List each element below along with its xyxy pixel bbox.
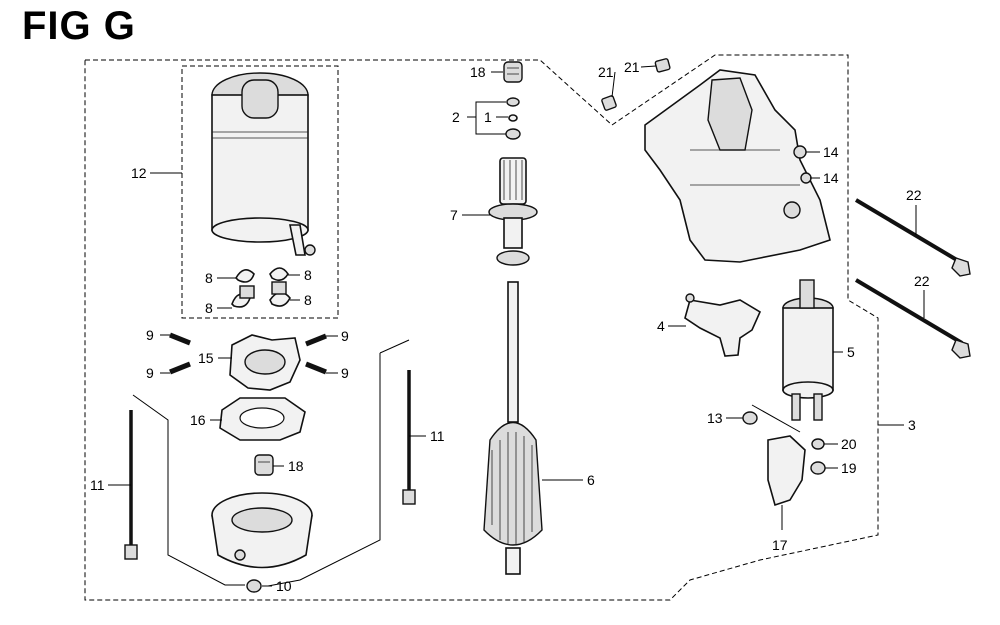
callout-21-left: 21 <box>598 64 614 80</box>
armature-part-6 <box>483 281 543 575</box>
bushing-part-18-lower <box>254 454 274 476</box>
nut-part-19 <box>810 461 826 475</box>
brush-springs-part-8 <box>231 267 291 308</box>
callout-9-top-right: 9 <box>341 328 349 344</box>
callout-19: 19 <box>841 460 857 476</box>
washer-set-parts-1-2 <box>505 97 521 140</box>
nut-part-13 <box>742 411 758 425</box>
solenoid-part-5 <box>782 279 834 421</box>
shift-lever-part-4 <box>684 293 762 357</box>
callout-3: 3 <box>908 417 916 433</box>
callout-21-right: 21 <box>624 59 640 75</box>
callout-12: 12 <box>131 165 147 181</box>
callout-22-top: 22 <box>906 187 922 203</box>
nut-part-10 <box>246 579 262 593</box>
callout-2: 2 <box>452 109 460 125</box>
springs-part-9 <box>169 332 327 375</box>
front-housing <box>644 69 831 263</box>
callout-11-left: 11 <box>90 477 105 493</box>
callout-labels: 18 21 21 2 1 12 14 14 22 22 7 8 8 8 8 4 … <box>90 59 930 594</box>
callout-8-top-left: 8 <box>205 270 213 286</box>
callout-18-top: 18 <box>470 64 486 80</box>
callout-1: 1 <box>484 109 492 125</box>
washer-part-20 <box>811 438 825 450</box>
brush-holder-part-15 <box>229 334 301 391</box>
callout-6: 6 <box>587 472 595 488</box>
callout-8-bottom-left: 8 <box>205 300 213 316</box>
callout-18-lower: 18 <box>288 458 304 474</box>
callout-14-bottom: 14 <box>823 170 839 186</box>
callout-20: 20 <box>841 436 857 452</box>
assembly-outline <box>84 54 879 601</box>
callout-9-top-left: 9 <box>146 327 154 343</box>
callout-22-bottom: 22 <box>914 273 930 289</box>
callout-13: 13 <box>707 410 723 426</box>
callout-15: 15 <box>198 350 214 366</box>
leader-lines <box>108 65 925 587</box>
caps-part-21 <box>601 58 671 111</box>
callout-8-top-right: 8 <box>304 267 312 283</box>
callout-17: 17 <box>772 537 788 553</box>
callout-14-top: 14 <box>823 144 839 160</box>
callout-9-bottom-left: 9 <box>146 365 154 381</box>
figure-title: FIG G <box>22 4 136 48</box>
rear-cover <box>211 492 313 569</box>
field-coil-group-box <box>181 65 339 319</box>
callout-9-bottom-right: 9 <box>341 365 349 381</box>
brush-plate-part-16 <box>219 397 306 441</box>
through-bolt-part-11-left <box>124 410 138 560</box>
through-bolt-part-11-right <box>402 370 416 505</box>
terminal-cover-part-17 <box>767 435 806 530</box>
callout-5: 5 <box>847 344 855 360</box>
callout-4: 4 <box>657 318 665 334</box>
callout-7: 7 <box>450 207 458 223</box>
bushing-part-18-top <box>503 61 523 83</box>
pinion-gear-part-7 <box>488 157 538 266</box>
callout-16: 16 <box>190 412 206 428</box>
yoke-field-coil-part-12 <box>211 72 316 256</box>
callout-10: 10 <box>276 578 292 594</box>
callout-8-bottom-right: 8 <box>304 292 312 308</box>
bolts-part-22 <box>854 198 971 359</box>
callout-11-right: 11 <box>430 428 445 444</box>
